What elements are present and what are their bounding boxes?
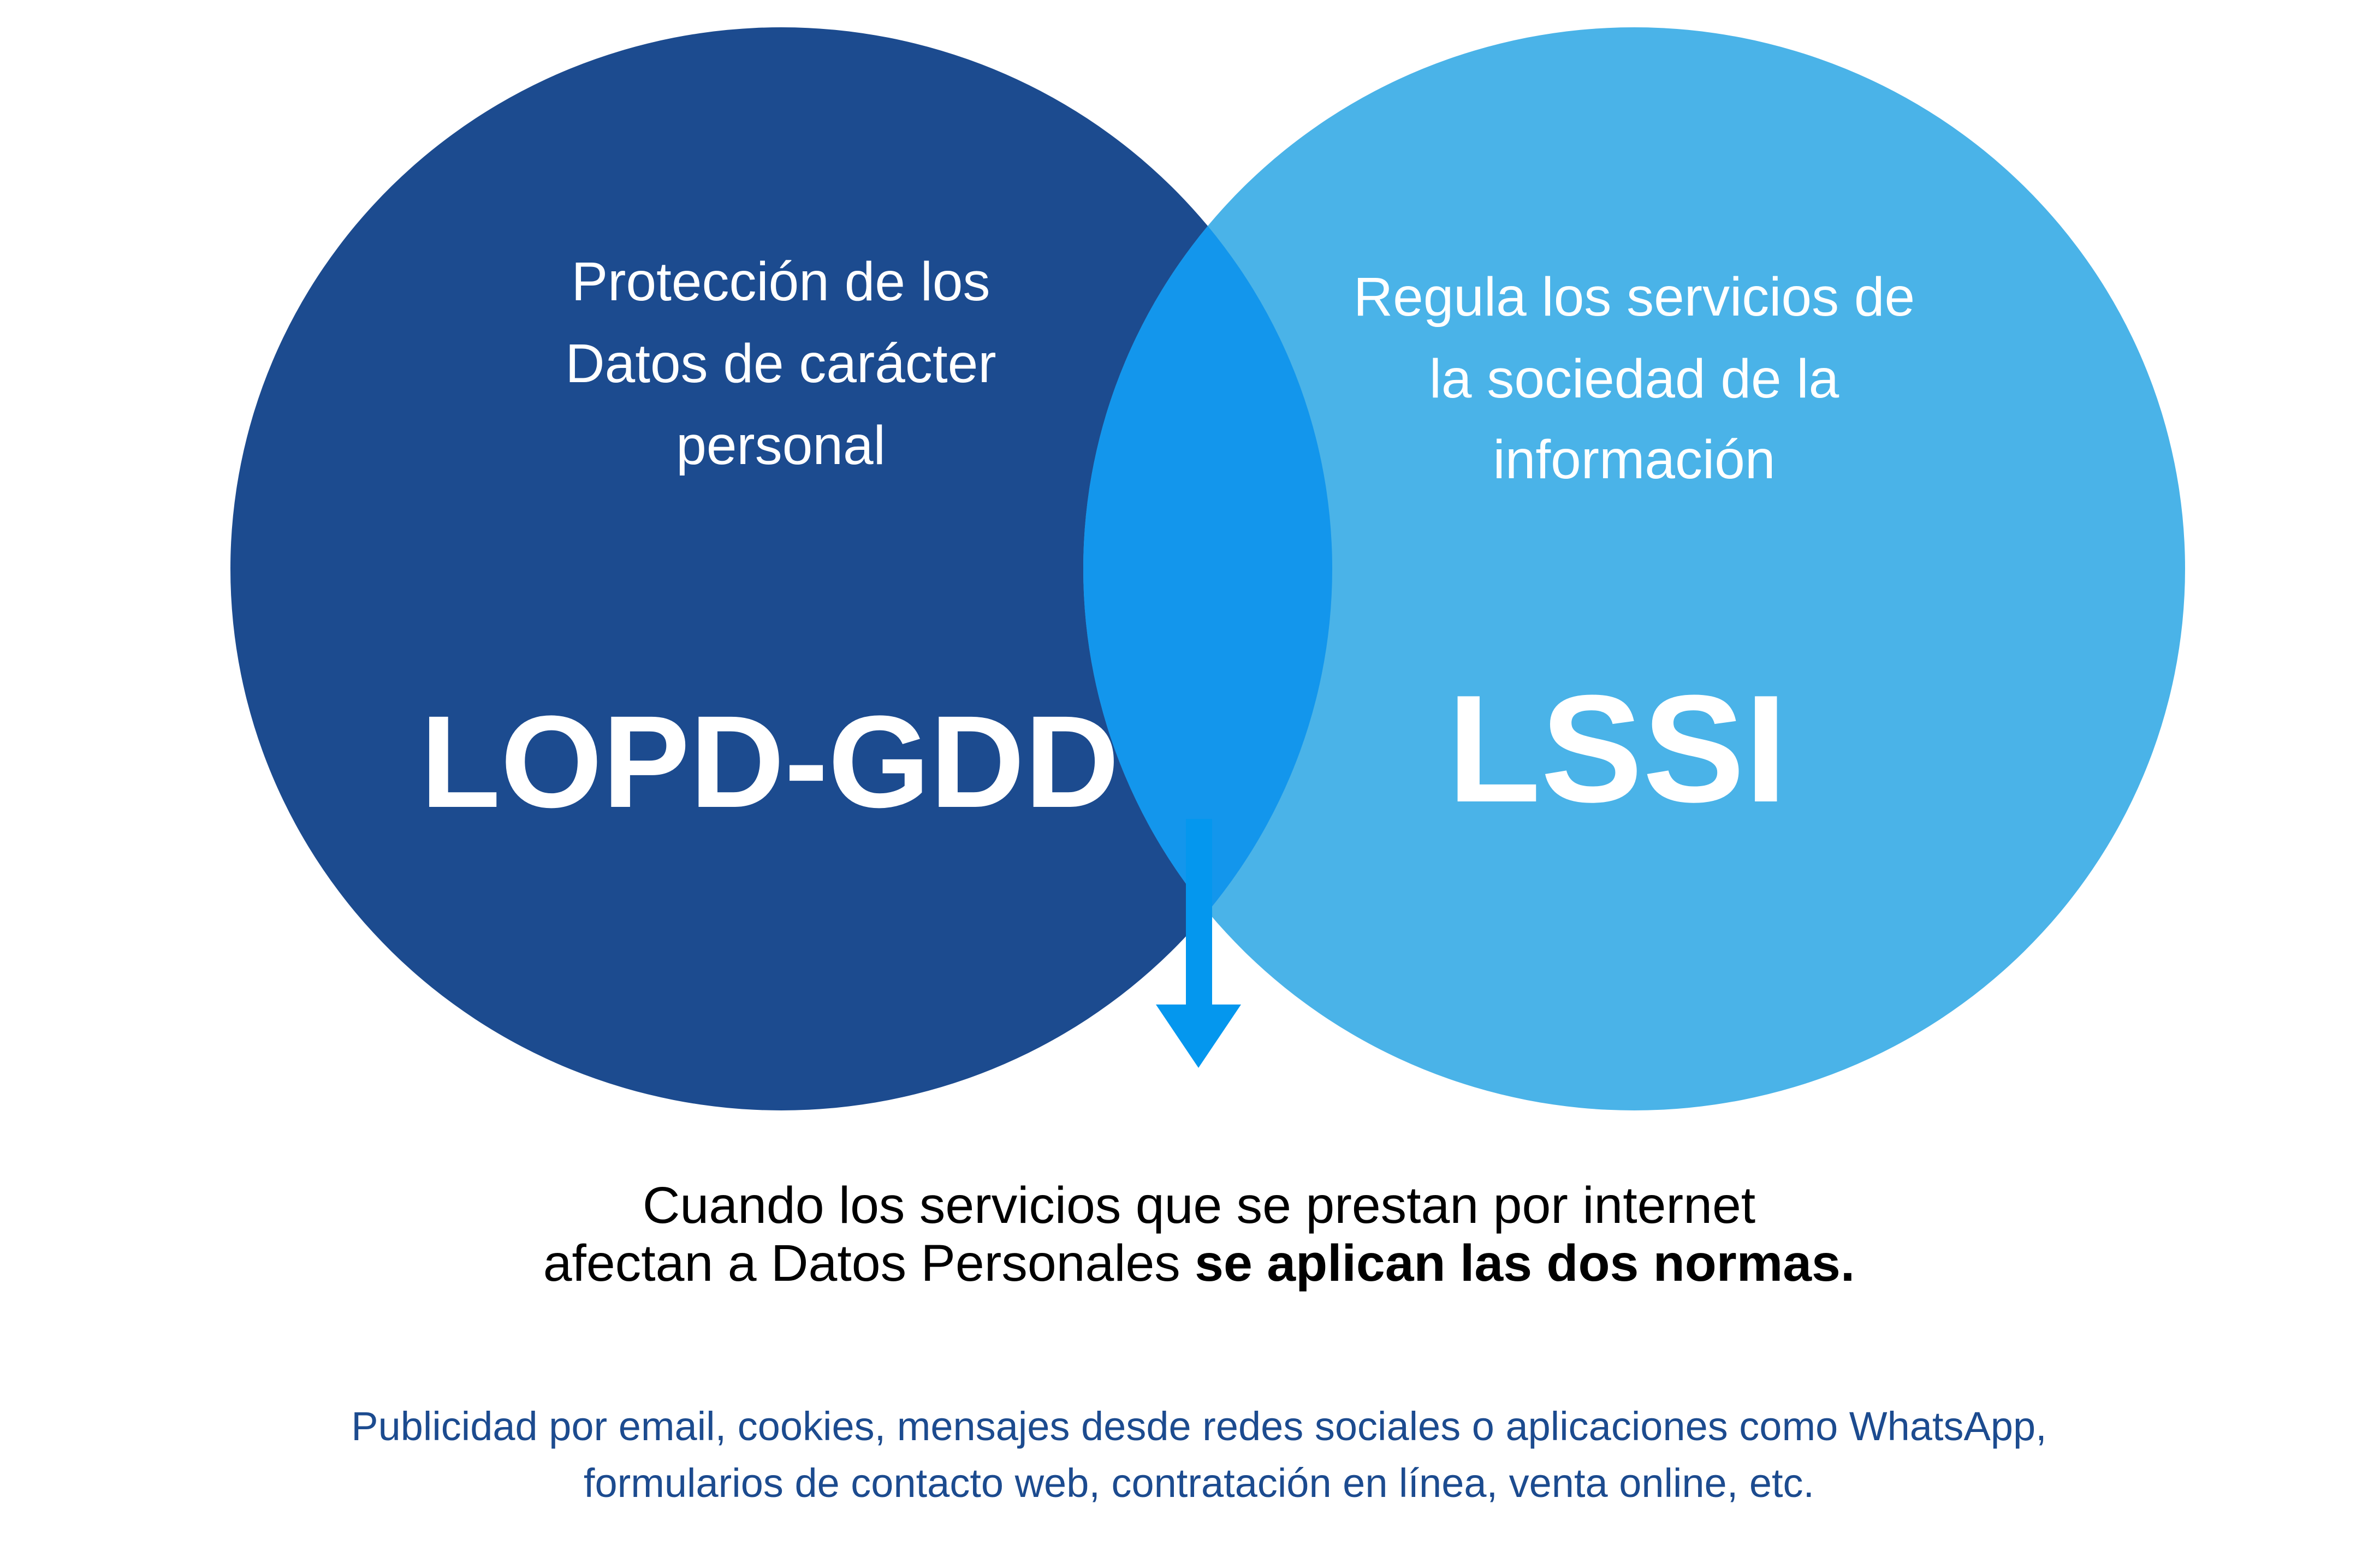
lssi-circle xyxy=(1083,27,2185,1110)
lopd-description-line: Datos de carácter xyxy=(565,333,996,394)
lssi-title: LSSI xyxy=(1447,664,1787,834)
examples-line1: Publicidad por email, cookies, mensajes … xyxy=(351,1404,2047,1449)
conclusion-bold: se aplican las dos normas. xyxy=(1195,1234,1855,1292)
down-arrow-icon xyxy=(1156,819,1241,1068)
lopd-description-line: Protección de los xyxy=(571,251,990,312)
lopd-circle xyxy=(230,27,1332,1110)
lssi-description-line: la sociedad de la xyxy=(1429,348,1839,409)
lssi-description-line: Regula los servicios de xyxy=(1354,266,1915,328)
lssi-description-line: información xyxy=(1493,429,1776,490)
conclusion-line1: Cuando los servicios que se prestan por … xyxy=(643,1176,1755,1234)
conclusion-normal: afectan a Datos Personales xyxy=(543,1234,1195,1292)
lopd-description-line: personal xyxy=(676,415,886,476)
examples-line2: formularios de contacto web, contratació… xyxy=(584,1460,1814,1506)
lopd-title: LOPD-GDD xyxy=(420,688,1119,835)
conclusion-line2: afectan a Datos Personales se aplican la… xyxy=(543,1234,1855,1292)
